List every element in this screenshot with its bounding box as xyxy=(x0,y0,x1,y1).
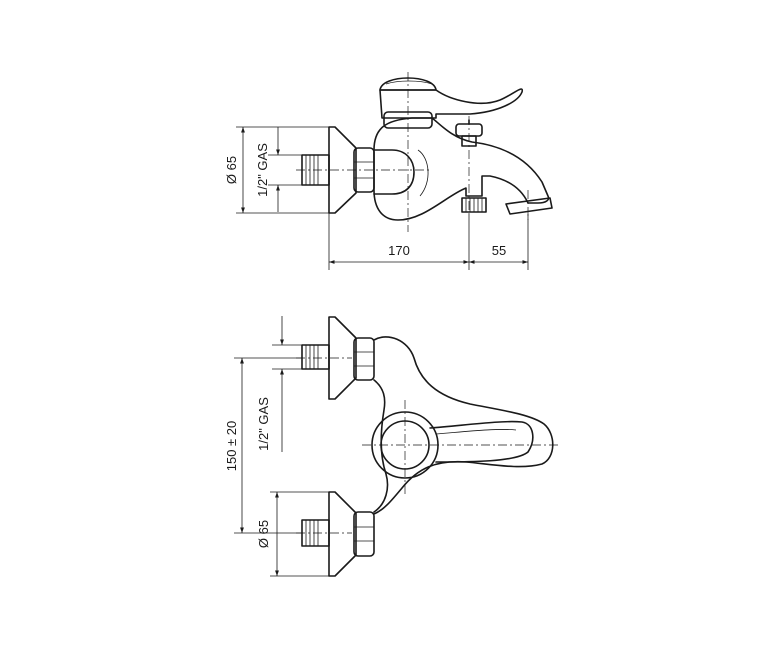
side-lever-dome-ring xyxy=(385,80,433,85)
side-spout-dimension: 55 xyxy=(469,214,529,270)
top-lower-hex-nut xyxy=(353,511,375,557)
side-view: Ø 65 1/2" GAS 170 55 xyxy=(224,72,553,270)
side-lever xyxy=(379,88,524,119)
top-diameter-dimension: Ø 65 xyxy=(256,491,329,577)
side-body-curve-inner xyxy=(417,149,429,197)
top-thread-dimension: 1/2" GAS xyxy=(256,316,302,452)
top-upper-hex-nut xyxy=(353,337,375,381)
top-upper-inlet-pipe xyxy=(301,344,330,370)
side-spout-aerator xyxy=(505,197,553,215)
top-lower-wall-flange xyxy=(328,491,357,577)
top-thread-label: 1/2" GAS xyxy=(256,397,271,451)
side-width-label: 170 xyxy=(388,243,410,258)
top-diameter-label: Ø 65 xyxy=(256,520,271,548)
top-distance-label: 150 ± 20 xyxy=(224,421,239,472)
top-upper-wall-flange xyxy=(328,316,357,400)
top-view: 150 ± 20 1/2" GAS Ø 65 xyxy=(224,316,560,577)
side-thread-dimension: 1/2" GAS xyxy=(255,127,302,212)
top-distance-dimension: 150 ± 20 xyxy=(224,357,302,534)
side-spout-label: 55 xyxy=(492,243,506,258)
side-thread-label: 1/2" GAS xyxy=(255,143,270,197)
side-width-dimension: 170 xyxy=(328,213,470,270)
side-body-curve xyxy=(373,149,415,195)
side-diameter-dimension: Ø 65 xyxy=(224,126,329,214)
side-mixer-body xyxy=(373,117,550,221)
side-shower-outlet xyxy=(461,197,487,213)
side-lever-dome xyxy=(379,77,437,91)
side-diameter-label: Ø 65 xyxy=(224,156,239,184)
